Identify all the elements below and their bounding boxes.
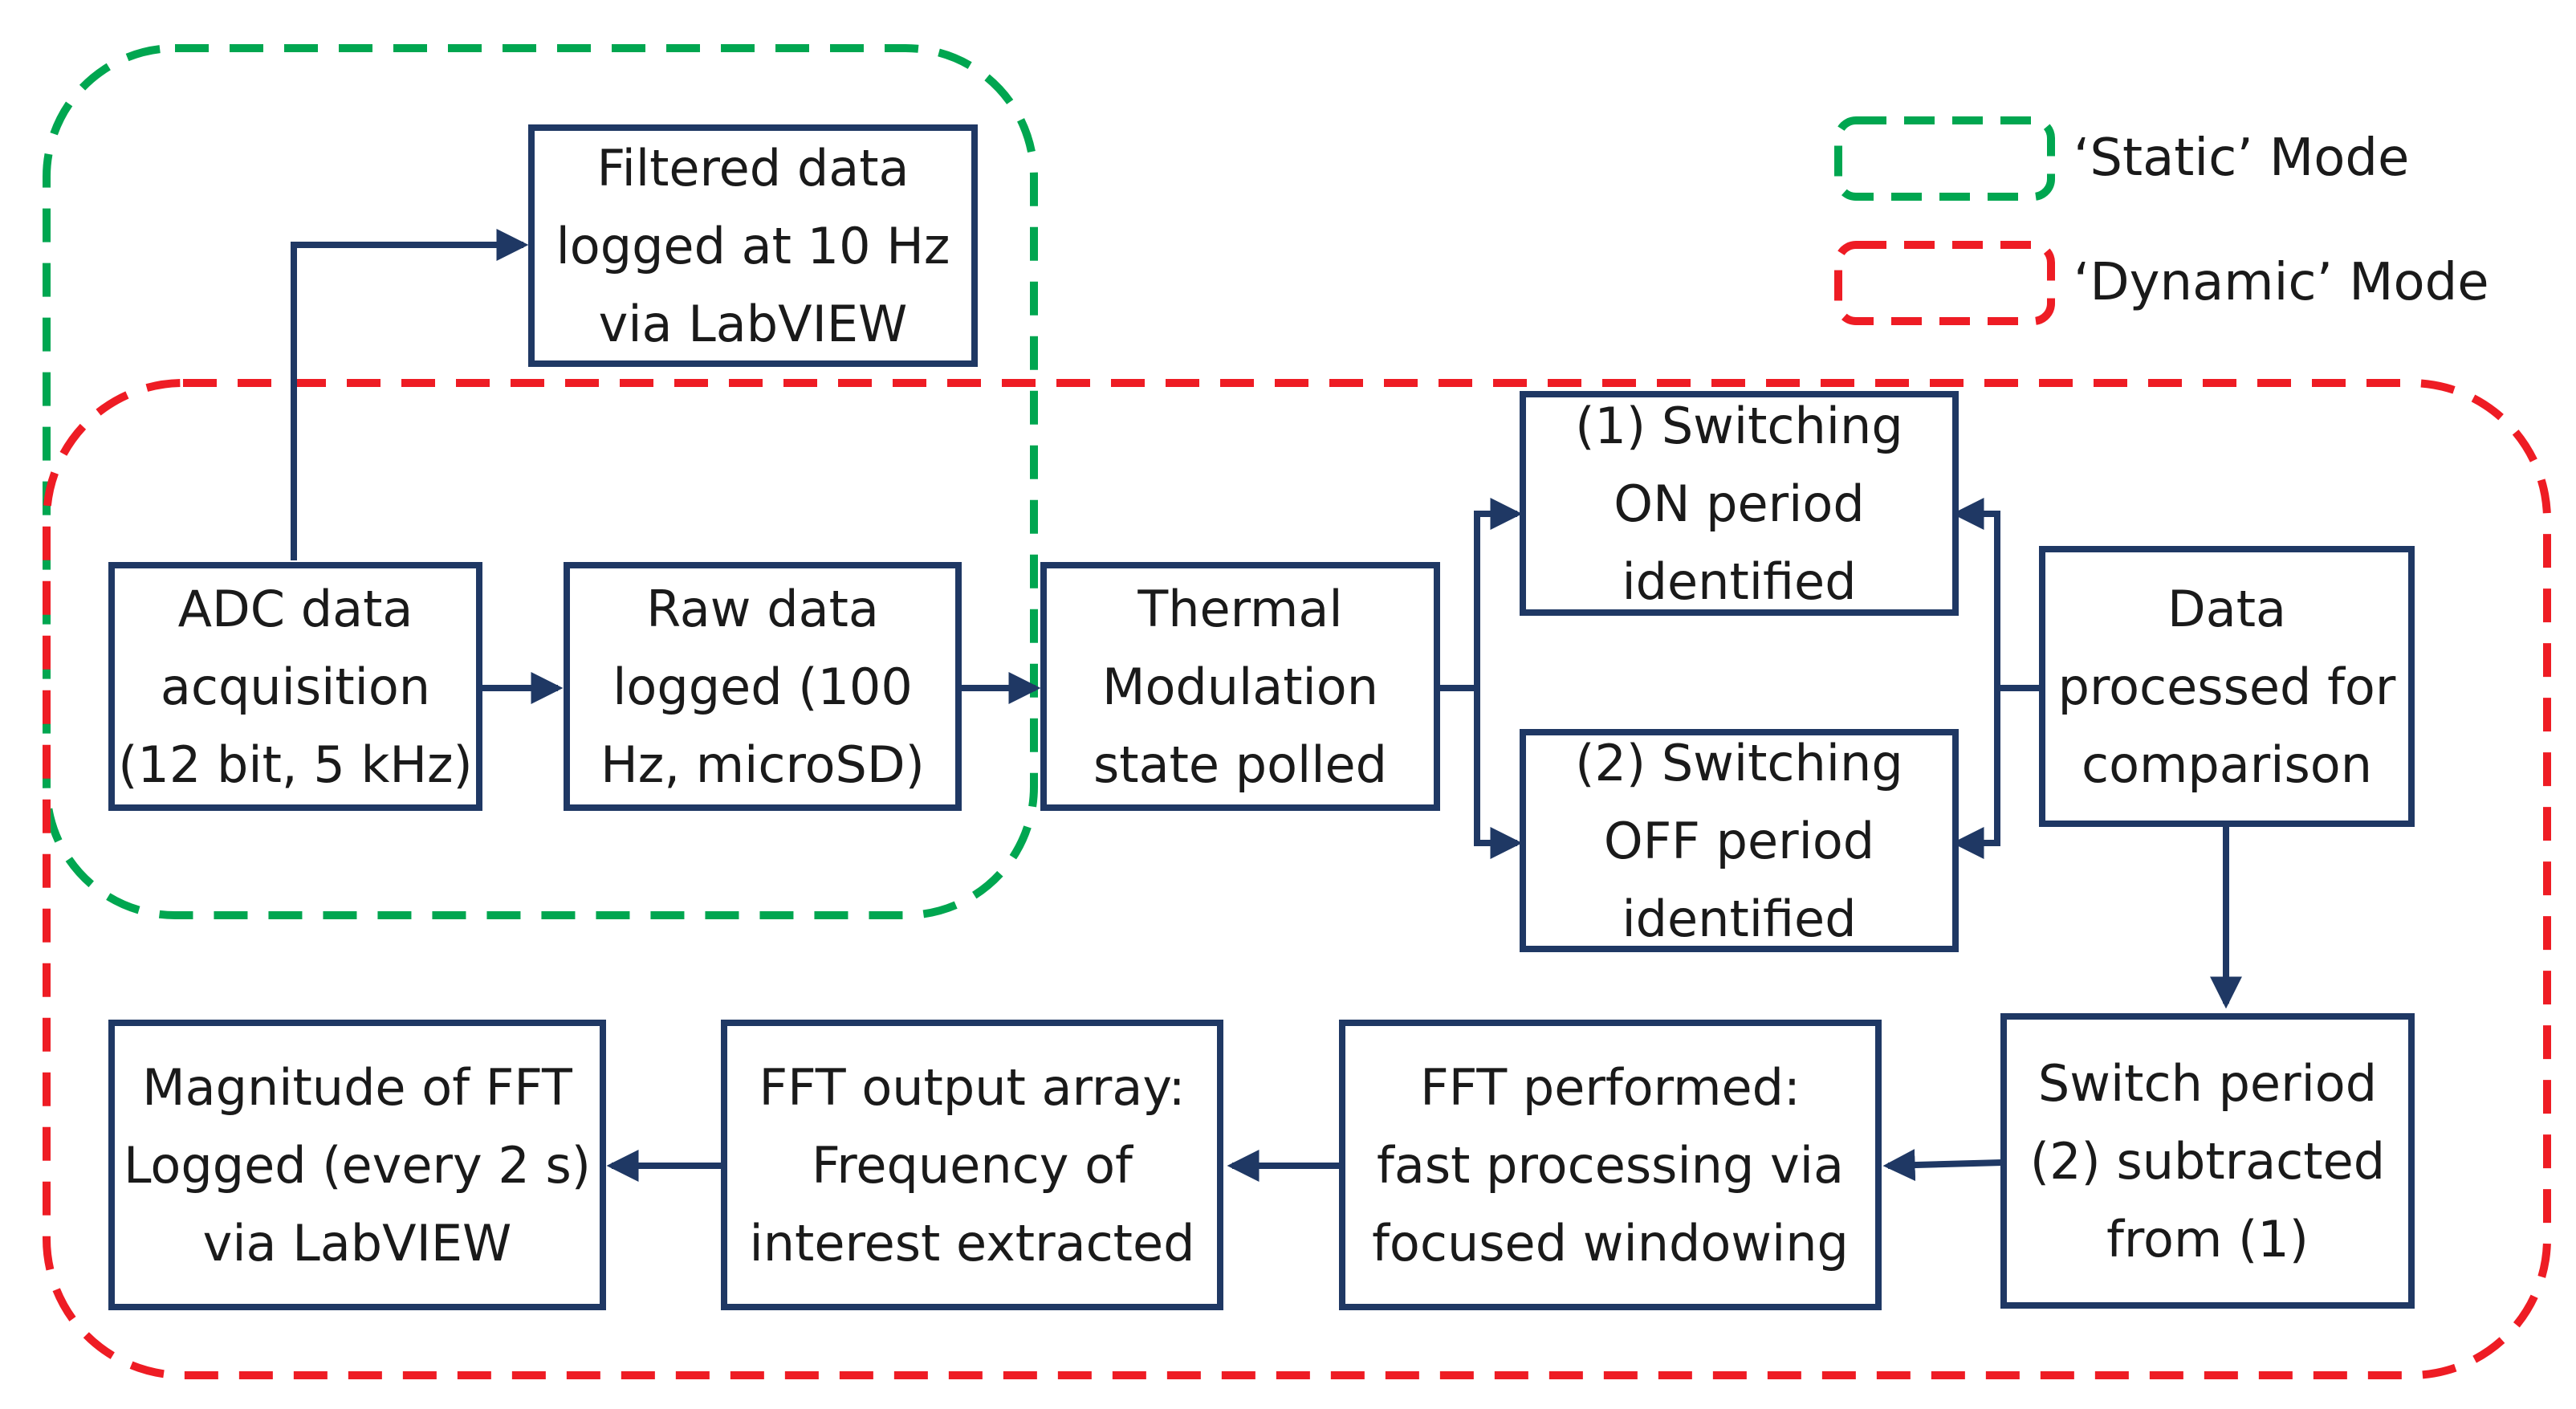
arrow-subtracted-to-fft-performed [1882, 1149, 2004, 1182]
switching-on-box: (1) Switching ON period identified [1520, 391, 1959, 616]
static-mode-region [43, 44, 1038, 919]
dynamic-mode-legend-label: ‘Dynamic’ Mode [2073, 253, 2489, 312]
dynamic-mode-legend-swatch [1834, 241, 2055, 325]
switching-off-box: (2) Switching OFF period identified [1520, 729, 1959, 952]
raw-data-box: Raw data logged (100 Hz, microSD) [564, 562, 962, 811]
static-mode-legend-label: ‘Static’ Mode [2073, 128, 2410, 188]
fft-performed-box: FFT performed: fast processing via focus… [1339, 1020, 1882, 1310]
switch-subtracted-box: Switch period (2) subtracted from (1) [2000, 1013, 2415, 1309]
magnitude-logged-box: Magnitude of FFT Logged (every 2 s) via … [108, 1020, 606, 1310]
dynamic-mode-region [43, 379, 2551, 1379]
arrow-processed-to-switching-on [1951, 498, 2000, 688]
arrow-adc-to-filtered [291, 229, 529, 560]
data-processed-box: Data processed for comparison [2039, 546, 2415, 827]
thermal-modulation-box: Thermal Modulation state polled [1040, 562, 1440, 811]
arrow-thermal-to-switching-off [1474, 688, 1523, 859]
arrow-processed-to-switching-off [1951, 688, 2000, 859]
adc-acquisition-box: ADC data acquisition (12 bit, 5 kHz) [108, 562, 482, 811]
fft-output-box: FFT output array: Frequency of interest … [721, 1020, 1223, 1310]
arrow-thermal-to-switching-on [1474, 498, 1523, 688]
filtered-data-box: Filtered data logged at 10 Hz via LabVIE… [528, 124, 978, 367]
static-mode-legend-swatch [1834, 116, 2055, 201]
